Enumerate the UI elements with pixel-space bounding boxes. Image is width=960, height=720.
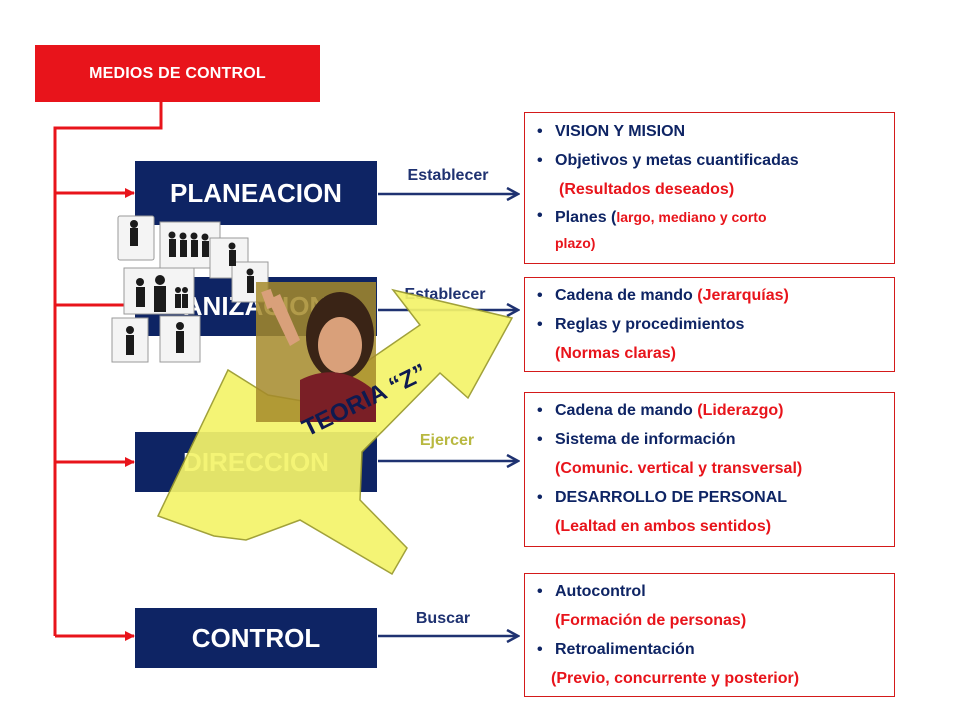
- list-item: Sistema de información(Comunic. vertical…: [535, 425, 886, 483]
- stage-control: CONTROL: [135, 608, 377, 668]
- list-item: Reglas y procedimientos(Normas claras): [535, 310, 886, 368]
- verb-organizacion: Establecer: [404, 286, 486, 303]
- list-item: Cadena de mando (Jerarquías): [535, 281, 886, 310]
- info-box-direccion: Cadena de mando (Liderazgo) Sistema de i…: [524, 392, 895, 547]
- stage-organizacion: ANIZACION: [135, 277, 377, 336]
- verb-control: Buscar: [415, 610, 471, 627]
- stage-direccion: DIRECCION: [135, 432, 377, 492]
- verb-direccion: Ejercer: [419, 432, 475, 449]
- list-item: Objetivos y metas cuantificadas(Resultad…: [535, 146, 886, 204]
- medios-de-control-title: MEDIOS DE CONTROL: [35, 45, 320, 102]
- list-item: Retroalimentación(Previo, concurrente y …: [535, 635, 886, 693]
- info-box-control: Autocontrol(Formación de personas) Retro…: [524, 573, 895, 697]
- list-item: VISION Y MISION: [535, 117, 886, 146]
- list-item: DESARROLLO DE PERSONAL(Lealtad en ambos …: [535, 483, 886, 541]
- stage-planeacion: PLANEACION: [135, 161, 377, 225]
- info-box-planeacion: VISION Y MISION Objetivos y metas cuanti…: [524, 112, 895, 264]
- verb-planeacion: Establecer: [407, 167, 489, 184]
- list-item: Autocontrol(Formación de personas): [535, 577, 886, 635]
- info-box-organizacion: Cadena de mando (Jerarquías) Reglas y pr…: [524, 277, 895, 372]
- list-item: Cadena de mando (Liderazgo): [535, 396, 886, 425]
